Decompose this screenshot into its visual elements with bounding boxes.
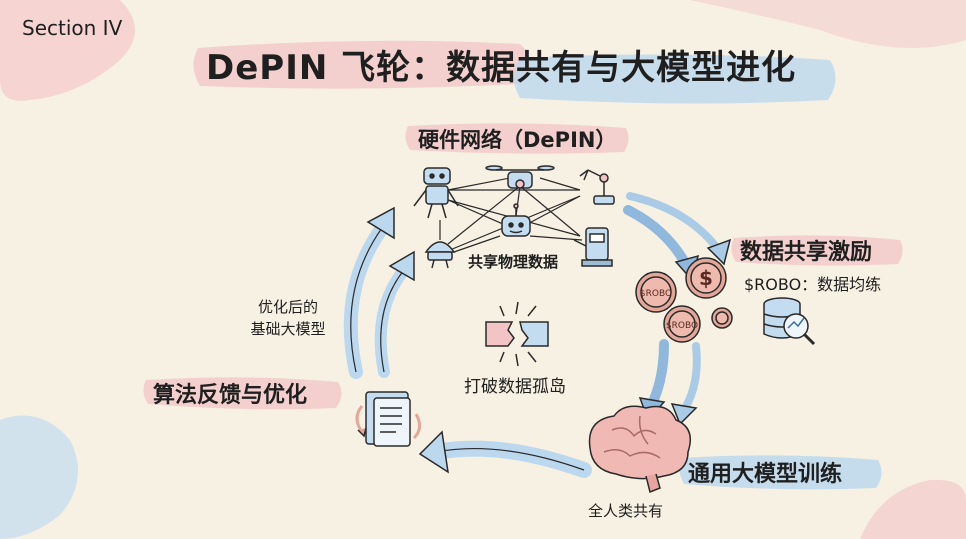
arrow-feedback-to-hw-2-head — [388, 250, 415, 282]
page-title: DePIN 飞轮：数据共有与大模型进化 — [206, 48, 797, 88]
broken-silo-icon — [485, 301, 549, 367]
title-highlights — [143, 40, 903, 490]
arrow-feedback-to-hw-1-head — [366, 206, 395, 240]
drone-icon — [485, 165, 555, 189]
title-blue-brush — [514, 54, 836, 104]
database-search-icon — [763, 297, 816, 346]
feedback-document-icon — [355, 391, 421, 447]
hardware-network — [413, 165, 615, 269]
arrow-training-to-feedback-head — [418, 430, 449, 474]
dome-robot-icon — [424, 241, 456, 269]
arrow-hw-to-incentive-2 — [626, 192, 724, 256]
brain-icon — [588, 405, 691, 494]
humanoid-robot-icon — [413, 167, 459, 219]
feedback-title: 算法反馈与优化 — [153, 383, 308, 408]
arrow-hw-to-incentive-2-head — [706, 238, 732, 266]
section-label: Section IV — [22, 16, 123, 40]
network-lines — [439, 177, 583, 253]
arrow-feedback-to-hw-1-edge — [350, 227, 383, 373]
arrow-incentive-to-training-2-head — [670, 403, 698, 426]
optimized-model-label: 优化后的 基础大模型 — [250, 298, 326, 338]
pink-splash-top-left — [0, 0, 135, 101]
incentive-coins — [635, 257, 733, 343]
pink-splash-bottom-right — [860, 479, 966, 539]
service-robot-icon — [501, 203, 531, 237]
industrial-machine-icon — [573, 227, 613, 267]
coin-label-robo-1: $ROBO — [640, 289, 672, 299]
incentive-title: 数据共享激励 — [740, 240, 873, 265]
coin-robo-2 — [663, 305, 701, 343]
arrow-incentive-to-training-1 — [647, 339, 669, 409]
coin-labels: $ROBO $ROBO $ — [640, 266, 713, 331]
blue-splash-left — [0, 415, 78, 539]
coin-label-dollar: $ — [699, 266, 713, 290]
arrow-feedback-to-hw-2-edge — [380, 269, 405, 373]
training-title-brush — [679, 455, 882, 490]
coin-dollar — [685, 257, 727, 299]
hardware-network-title: 硬件网络（DePIN） — [418, 128, 617, 152]
feedback-title-brush — [143, 377, 342, 410]
title-pink-brush — [193, 40, 531, 89]
sharing-label: 共享物理数据 — [468, 253, 559, 271]
break-silo-label: 打破数据孤岛 — [464, 377, 566, 397]
hw-title-brush — [405, 123, 629, 154]
training-subtitle: 全人类共有 — [588, 502, 664, 520]
coin-robo-1 — [635, 271, 677, 313]
training-title: 通用大模型训练 — [688, 462, 843, 487]
coin-label-robo-2: $ROBO — [666, 321, 698, 331]
arrow-feedback-to-hw-2 — [374, 264, 410, 378]
arrow-incentive-to-training-2 — [680, 342, 701, 414]
incentive-subtitle: $ROBO：数据均练 — [744, 275, 882, 294]
coin-small — [711, 307, 733, 329]
incentive-title-brush — [731, 235, 903, 266]
robot-arm-icon — [579, 169, 615, 205]
arrow-training-to-feedback — [428, 440, 592, 478]
pink-splash-top-right — [690, 0, 966, 48]
arrow-training-to-feedback-edge — [435, 447, 585, 471]
